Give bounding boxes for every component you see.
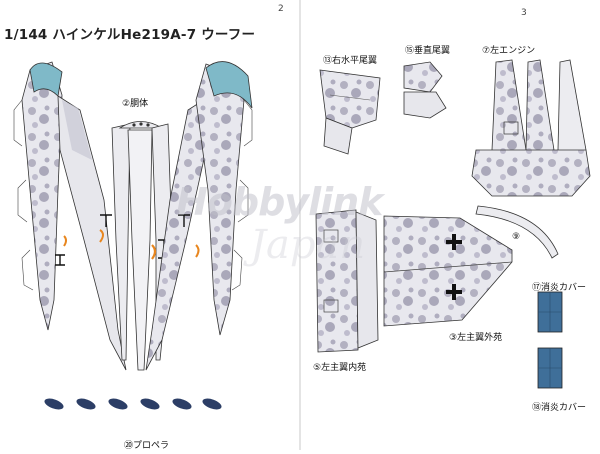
label-vertical-tail-text: 垂直尾翼 (414, 46, 451, 56)
part-right-tailplane (319, 69, 381, 155)
label-fuselage-text: 胴体 (130, 99, 149, 109)
page-number-left: 2 (278, 4, 284, 14)
balkenkreuz-upper (446, 234, 462, 250)
label-fuselage: ②胴体 (122, 96, 148, 109)
propeller-2 (76, 398, 96, 410)
label-left-wing-inner-text: 左主翼内苑 (321, 363, 367, 373)
label-flame-damper-17: ⑰消炎カバー (532, 280, 586, 293)
propeller-parts (44, 398, 222, 410)
fuselage-right-inner (145, 95, 211, 371)
label-flame-damper-17-text: 消炎カバー (541, 283, 587, 293)
label-left-engine-number: ⑦ (482, 46, 491, 56)
label-left-wing-outer-number: ③ (449, 333, 458, 343)
label-left-wing-inner: ⑤左主翼内苑 (313, 360, 366, 373)
label-left-engine-text: 左エンジン (490, 46, 536, 56)
part-9-strip (475, 205, 559, 259)
part-left-engine (471, 59, 591, 197)
part-left-wing-inner (315, 209, 379, 353)
label-part9: ⑨ (512, 232, 520, 242)
part-vertical-tail (403, 61, 447, 119)
part-flame-damper-17 (537, 291, 563, 333)
label-bottom-partial-text: プロペラ (133, 441, 170, 451)
label-left-wing-outer-text: 左主翼外苑 (457, 333, 503, 343)
label-flame-damper-18: ⑱消炎カバー (532, 400, 586, 413)
label-vertical-tail-number: ⑮ (405, 46, 415, 56)
propeller-6 (202, 398, 222, 410)
label-left-wing-outer: ③左主翼外苑 (449, 330, 502, 343)
label-right-tailplane-text: 右水平尾翼 (332, 56, 378, 66)
propeller-3 (108, 398, 128, 410)
propeller-5 (172, 398, 192, 410)
label-bottom-partial-number: ⑳ (124, 441, 134, 451)
propeller-1 (44, 398, 64, 410)
sheet-title: 1/144 ハインケルHe219A-7 ウーフー (4, 27, 256, 43)
part-left-wing-outer (383, 215, 513, 327)
label-flame-damper-18-text: 消炎カバー (541, 403, 587, 413)
canopy-right (205, 61, 253, 109)
label-vertical-tail: ⑮垂直尾翼 (405, 43, 450, 56)
propeller-4 (140, 398, 160, 410)
page-number-right: 3 (521, 8, 527, 18)
label-right-tailplane: ⑬右水平尾翼 (323, 53, 377, 66)
fuselage-right-outer (195, 61, 253, 336)
label-part9-number: ⑨ (512, 232, 521, 242)
fuselage-left-inner (55, 95, 127, 371)
label-bottom-partial: ⑳プロペラ (124, 438, 169, 451)
watermark-sub: Japan (250, 222, 366, 268)
part-flame-damper-18 (537, 347, 563, 389)
label-flame-damper-18-number: ⑱ (532, 403, 542, 413)
fuselage-left-outer (13, 61, 63, 331)
balkenkreuz-lower (446, 284, 462, 300)
label-fuselage-number: ② (122, 99, 131, 109)
label-flame-damper-17-number: ⑰ (532, 283, 542, 293)
label-right-tailplane-number: ⑬ (323, 56, 333, 66)
watermark-main: Hobbylink (176, 180, 383, 224)
label-left-engine: ⑦左エンジン (482, 43, 535, 56)
label-left-wing-inner-number: ⑤ (313, 363, 322, 373)
